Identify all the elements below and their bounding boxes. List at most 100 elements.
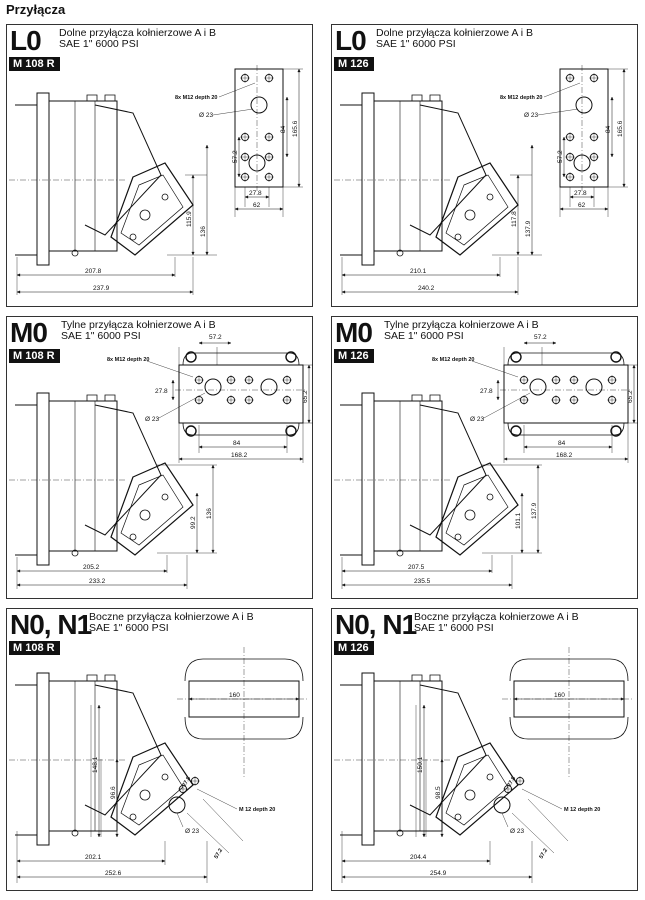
dimension-label: 202.1 (85, 854, 102, 861)
outline-path (530, 144, 534, 149)
drawing-line (511, 812, 555, 854)
outline-path (115, 833, 119, 838)
dimension-label: 233.2 (89, 578, 106, 585)
outline-path (234, 68, 284, 188)
outline-path (188, 680, 300, 718)
outline-path (361, 392, 375, 566)
hole-callout: 8x M12 depth 20 (500, 95, 543, 101)
outline-path (244, 195, 249, 199)
port-circle (204, 378, 222, 396)
outline-path (195, 492, 199, 497)
dimension-label: 150.1 (417, 756, 424, 773)
outline-path (508, 583, 513, 587)
outline-path (49, 680, 118, 832)
bolt-hole (396, 829, 404, 837)
panel-no-n1-m108r: N0, N1 Boczne przyłącza kołnierzowe A i … (6, 608, 313, 891)
panel-no-n1-m126: N0, N1 Boczne przyłącza kołnierzowe A i … (331, 608, 638, 891)
outline-path (191, 251, 195, 256)
outline-path (188, 697, 193, 701)
outline-path (411, 674, 423, 681)
page-title: Przyłącza (6, 2, 66, 17)
outline-path (97, 833, 101, 838)
dimension-label: 207.8 (85, 268, 102, 275)
bolt-hole (396, 549, 404, 557)
outline-path (409, 684, 487, 816)
outline-path (16, 569, 21, 573)
outline-path (307, 419, 311, 424)
bolt-hole (510, 351, 522, 363)
dimension-label: 160 (554, 692, 565, 699)
dimension-label: 136 (206, 508, 213, 519)
dimension-label: 210.1 (410, 268, 427, 275)
drawing-line (521, 788, 563, 810)
dimension-label: 137.9 (525, 220, 532, 237)
bolt-hole (454, 813, 462, 821)
drawing-line (176, 812, 184, 828)
dimension-label: 137.9 (531, 502, 538, 519)
dimension-label: 207.5 (408, 564, 425, 571)
outline-path (341, 583, 346, 587)
outline-path (203, 875, 208, 879)
outline-path (620, 697, 625, 701)
dimension-label: 84 (605, 125, 612, 133)
outline-path (205, 144, 209, 149)
outline-path (104, 394, 116, 401)
bolt-hole (129, 233, 137, 241)
outline-path (514, 290, 519, 294)
dimension-label: 57.2 (534, 334, 547, 341)
outline-path (227, 341, 232, 345)
config-code: M0 (10, 317, 48, 348)
dimension-label: 27.8 (507, 776, 518, 788)
drawing-line (527, 798, 569, 842)
outline-path (120, 754, 184, 826)
outline-path (299, 457, 304, 461)
outline-path (429, 394, 441, 401)
outline-path (16, 273, 21, 277)
outline-path (530, 251, 534, 256)
dimension-label: 136 (200, 226, 207, 237)
outline-path (16, 859, 21, 863)
outline-path (191, 174, 195, 179)
outline-path (445, 754, 509, 826)
outline-path (189, 290, 194, 294)
diameter-callout: Ø 23 (145, 416, 159, 423)
dimension-label: 57.2 (539, 848, 550, 860)
outline-path (84, 684, 162, 816)
technical-drawing: 117.8137.9210.1240.2165.68457.227.8628x … (334, 65, 628, 295)
outline-path (429, 94, 441, 101)
outline-path (285, 153, 289, 158)
outline-path (110, 162, 194, 256)
outline-path (516, 174, 520, 179)
outline-path (97, 704, 101, 709)
model-badge: M 126 (334, 349, 374, 363)
outline-path (374, 400, 443, 552)
port-circle (585, 378, 603, 396)
outline-path (496, 379, 500, 384)
outline-path (341, 569, 346, 573)
outline-path (195, 549, 199, 554)
diameter-callout: Ø 23 (510, 828, 524, 835)
dimension-label: 84 (233, 440, 241, 447)
outline-path (536, 549, 540, 554)
outline-path (604, 207, 609, 211)
dimension-label: 237.9 (93, 285, 110, 292)
dimension-label: 65.2 (302, 390, 309, 403)
outline-path (440, 758, 444, 763)
dimension-label: 165.6 (292, 120, 299, 137)
outline-path (341, 875, 346, 879)
outline-path (496, 273, 501, 277)
outline-path (86, 674, 98, 681)
dimension-label: 117.8 (511, 211, 518, 227)
outline-path (503, 457, 508, 461)
drawing-line (537, 108, 579, 116)
drawing-line (218, 82, 256, 98)
outline-path (341, 290, 346, 294)
dimension-label: 62 (253, 202, 261, 209)
outline-path (178, 364, 304, 424)
diameter-callout: Ø 23 (185, 828, 199, 835)
bolt-hole (285, 425, 297, 437)
